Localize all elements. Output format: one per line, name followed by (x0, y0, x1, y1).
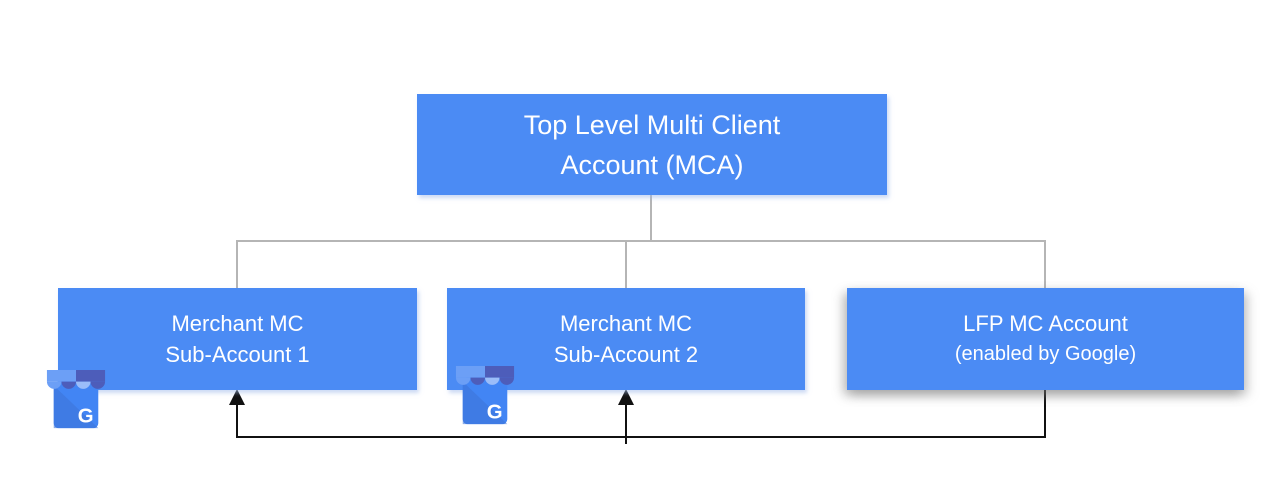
connector-lfp-horizontal (236, 436, 1046, 438)
arrow-up-icon (229, 389, 245, 405)
node-top-level-mca: Top Level Multi Client Account (MCA) (417, 94, 887, 195)
connector-lfp-to-sub2 (625, 404, 627, 444)
gmb-g-letter: G (487, 401, 503, 423)
node-label-line: Merchant MC (171, 311, 304, 336)
connector-drop-lfp (1044, 240, 1046, 288)
google-my-business-icon: G (46, 370, 106, 429)
node-label-line: Merchant MC (559, 311, 693, 336)
gmb-g-letter: G (78, 405, 94, 427)
node-label-line: Sub-Account 2 (553, 342, 699, 367)
node-label-line: LFP MC Account (963, 311, 1128, 336)
arrow-up-icon (618, 389, 634, 405)
connector-root-stem (650, 195, 652, 241)
connector-lfp-to-sub1 (236, 404, 238, 438)
google-my-business-icon: G (455, 366, 515, 425)
node-merchant-sub-account-1: Merchant MC Sub-Account 1 (58, 288, 417, 390)
connector-drop-sub2 (625, 240, 627, 288)
node-label-line: Top Level Multi Client (523, 109, 781, 140)
connector-tree-horizontal (236, 240, 1046, 242)
node-label-line: Account (MCA) (560, 149, 744, 180)
connector-drop-sub1 (236, 240, 238, 288)
connector-lfp-stem (1044, 390, 1046, 438)
node-lfp-mc-account: LFP MC Account (enabled by Google) (847, 288, 1244, 390)
node-label-line: (enabled by Google) (954, 343, 1137, 365)
node-label-line: Sub-Account 1 (165, 342, 310, 367)
